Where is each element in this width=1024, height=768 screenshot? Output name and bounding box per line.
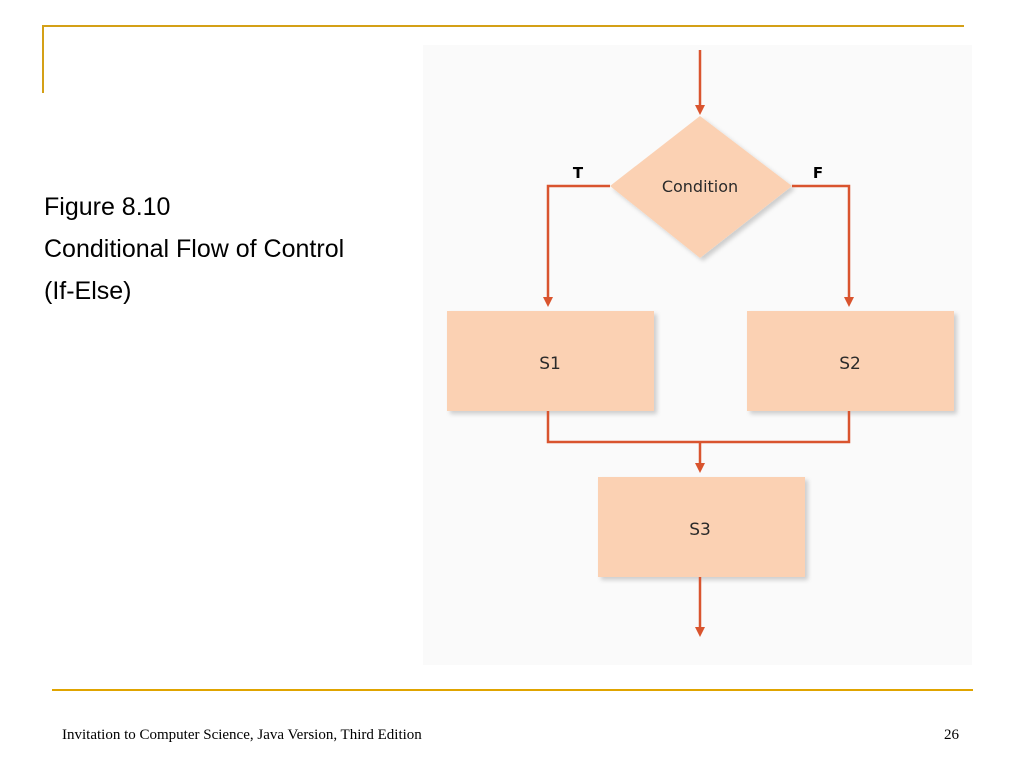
false-branch-arrow bbox=[792, 184, 854, 307]
true-branch-arrow bbox=[543, 184, 610, 307]
left-frame-line bbox=[42, 25, 44, 93]
s1-box bbox=[447, 311, 654, 411]
bottom-divider-line bbox=[52, 689, 973, 691]
footer-text: Invitation to Computer Science, Java Ver… bbox=[62, 727, 422, 743]
s3-label: S3 bbox=[689, 520, 711, 540]
condition-label: Condition bbox=[662, 177, 738, 196]
slide-title: Figure 8.10 Conditional Flow of Control … bbox=[44, 186, 344, 312]
title-line-3: (If-Else) bbox=[44, 277, 132, 305]
merge-line bbox=[546, 411, 851, 444]
s2-box bbox=[747, 311, 954, 411]
true-label: T bbox=[573, 164, 584, 182]
s3-box bbox=[598, 477, 805, 577]
condition-diamond bbox=[610, 116, 792, 258]
page-number: 26 bbox=[944, 727, 959, 743]
s1-label: S1 bbox=[539, 354, 561, 374]
title-line-1: Figure 8.10 bbox=[44, 193, 171, 221]
top-frame-line bbox=[42, 25, 964, 27]
title-line-2: Conditional Flow of Control bbox=[44, 235, 345, 263]
false-label: F bbox=[813, 164, 823, 182]
s2-label: S2 bbox=[839, 354, 861, 374]
